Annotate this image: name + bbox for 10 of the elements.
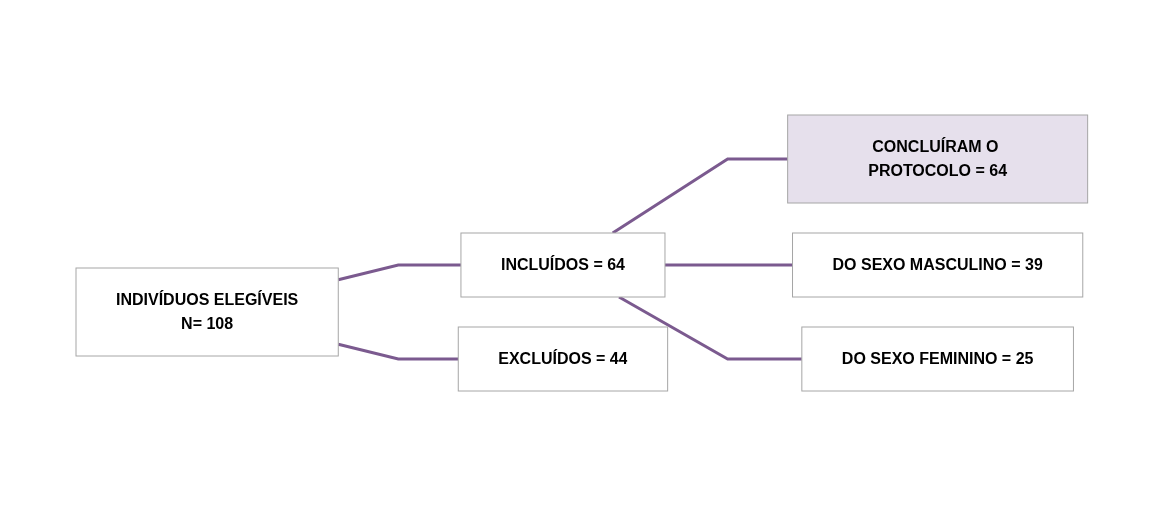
node-box: INCLUÍDOS = 64 — [460, 232, 666, 298]
connector — [664, 263, 793, 267]
node-box: CONCLUÍRAM O PROTOCOLO = 64 — [786, 114, 1088, 204]
connector — [611, 157, 788, 235]
connector — [337, 342, 458, 361]
connector — [337, 263, 461, 282]
node-box: EXCLUÍDOS = 44 — [457, 326, 668, 392]
node-box: DO SEXO FEMININO = 25 — [801, 326, 1074, 392]
node-box: INDIVÍDUOS ELEGÍVEIS N= 108 — [75, 267, 339, 357]
node-box: DO SEXO MASCULINO = 39 — [791, 232, 1083, 298]
